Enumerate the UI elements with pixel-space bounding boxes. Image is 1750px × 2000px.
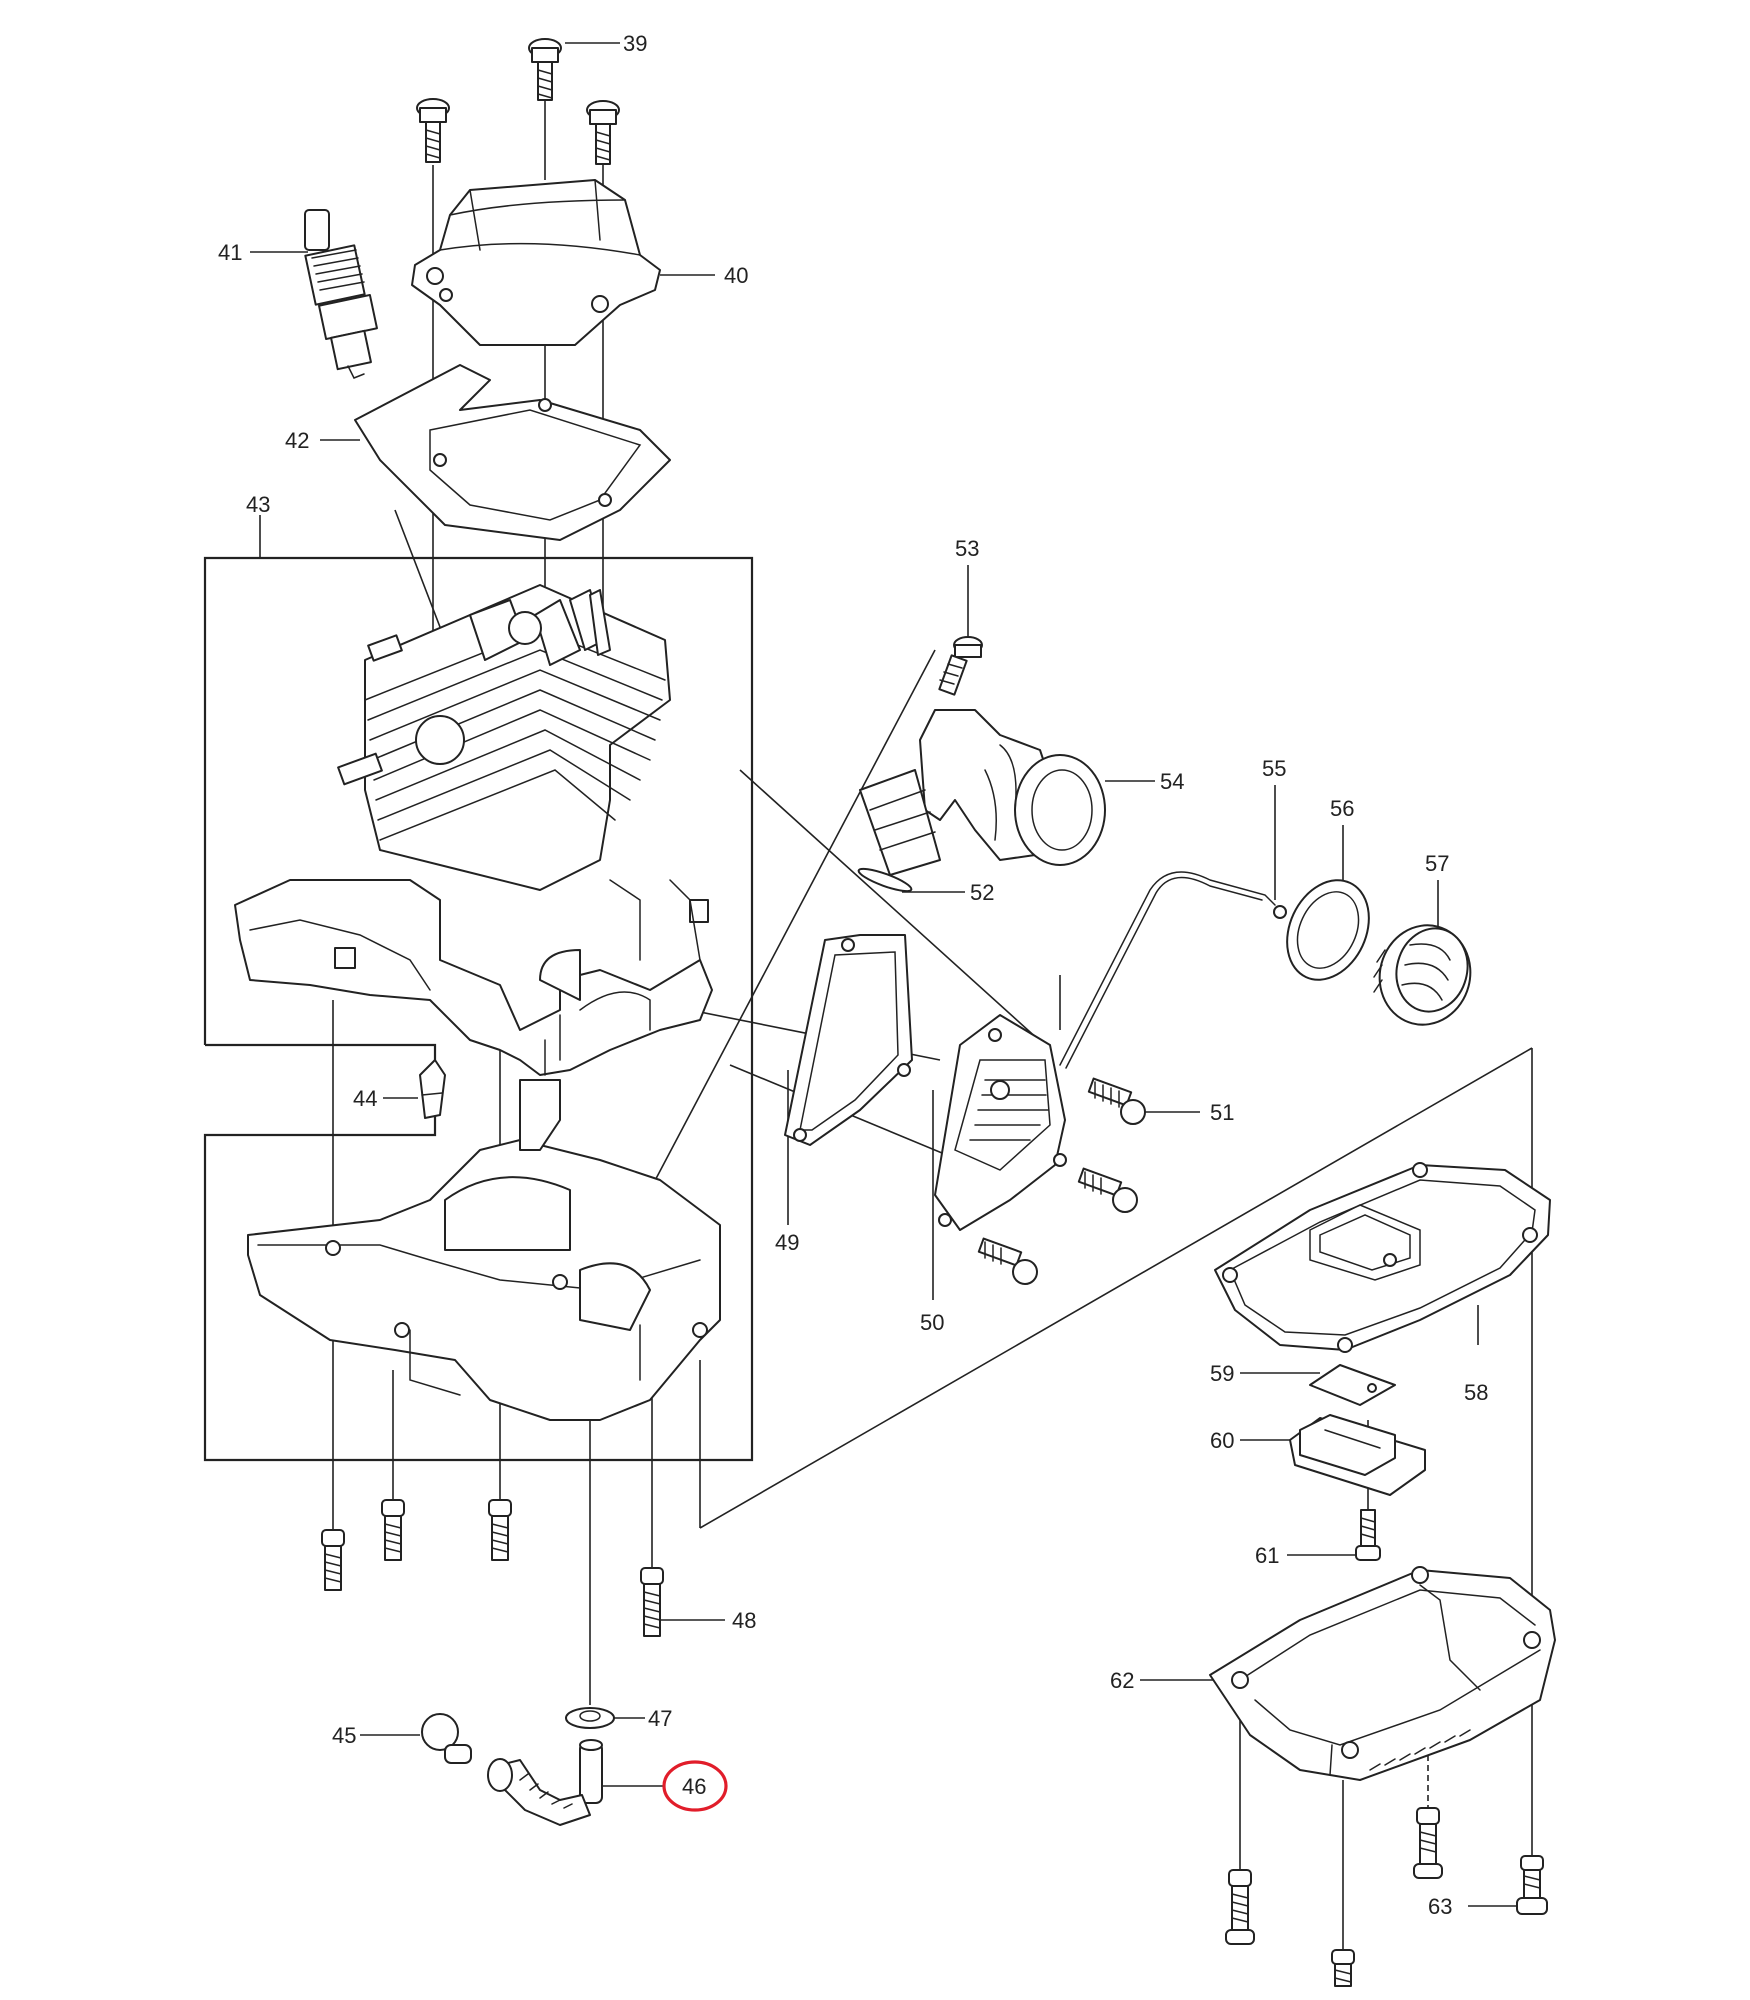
- plate-screw-3-icon: [977, 1237, 1038, 1285]
- callout-53: 53: [955, 536, 979, 561]
- screw-39-icon: [528, 38, 562, 101]
- tank-screw-1-icon: [1225, 1869, 1255, 1945]
- plate-59-icon: [1309, 1364, 1396, 1406]
- fuel-cap-57-icon: [1373, 924, 1472, 1026]
- breather-hose-46-icon: [487, 1739, 603, 1826]
- reed-plate-50-icon: [934, 1014, 1067, 1231]
- crankcase-lower-icon: [247, 1079, 721, 1421]
- o-ring-52-icon: [857, 867, 913, 893]
- callout-47: 47: [648, 1706, 672, 1731]
- crankcase-screw-1-icon: [321, 1529, 345, 1591]
- fuel-tank-62-icon: [1209, 1566, 1556, 1781]
- screw-61-icon: [1355, 1509, 1381, 1561]
- callout-61: 61: [1255, 1543, 1279, 1568]
- callout-52: 52: [970, 880, 994, 905]
- pin-44-icon: [419, 1059, 446, 1119]
- highlight-circle-46: [662, 1760, 728, 1812]
- intake-elbow-54-icon: [859, 709, 1106, 876]
- callout-60: 60: [1210, 1428, 1234, 1453]
- tank-screw-2-icon: [1413, 1807, 1443, 1879]
- callout-42: 42: [285, 428, 309, 453]
- callout-41: 41: [218, 240, 242, 265]
- callout-50: 50: [920, 1310, 944, 1335]
- cap-45-icon: [421, 1713, 472, 1764]
- callout-55: 55: [1262, 756, 1286, 781]
- spark-plug-41-icon: [304, 209, 378, 379]
- callout-51: 51: [1210, 1100, 1234, 1125]
- seal-ring-56-icon: [1286, 879, 1370, 981]
- alignment-lines: [332, 68, 1533, 1950]
- callout-40: 40: [724, 263, 748, 288]
- callout-54: 54: [1160, 769, 1184, 794]
- cable-55-icon: [1059, 871, 1287, 1069]
- callout-46: 46: [682, 1774, 706, 1799]
- gasket-42-icon: [354, 364, 671, 541]
- plate-screw-2-icon: [1077, 1167, 1138, 1213]
- cylinder-43-icon: [234, 584, 713, 1076]
- gasket-49-icon: [784, 934, 913, 1146]
- screw-53-icon: [938, 636, 983, 696]
- callout-labels: 39 40 41 42 43 44 45 46 47 48 49 50 51 5…: [218, 31, 1488, 1919]
- callout-49: 49: [775, 1230, 799, 1255]
- filter-60-icon: [1289, 1414, 1426, 1496]
- cover-screw-right-icon: [586, 100, 620, 165]
- gasket-58-icon: [1214, 1162, 1551, 1353]
- callout-56: 56: [1330, 796, 1354, 821]
- callout-39: 39: [623, 31, 647, 56]
- callout-62: 62: [1110, 1668, 1134, 1693]
- screw-51-icon: [1087, 1077, 1146, 1125]
- rocker-cover-40-icon: [411, 179, 661, 346]
- leader-lines: [250, 42, 1532, 1907]
- callout-44: 44: [353, 1086, 377, 1111]
- callout-48: 48: [732, 1608, 756, 1633]
- screw-48-icon: [640, 1567, 664, 1637]
- tank-screw-3-icon: [1331, 1949, 1355, 1987]
- crankcase-screw-2-icon: [381, 1499, 405, 1561]
- callout-59: 59: [1210, 1361, 1234, 1386]
- callout-58: 58: [1464, 1380, 1488, 1405]
- callout-57: 57: [1425, 851, 1449, 876]
- screw-63-icon: [1516, 1855, 1548, 1915]
- callout-63: 63: [1428, 1894, 1452, 1919]
- callout-45: 45: [332, 1723, 356, 1748]
- cover-screw-left-icon: [416, 98, 450, 163]
- crankcase-screw-3-icon: [488, 1499, 512, 1561]
- callout-43: 43: [246, 492, 270, 517]
- clip-47-icon: [565, 1707, 615, 1729]
